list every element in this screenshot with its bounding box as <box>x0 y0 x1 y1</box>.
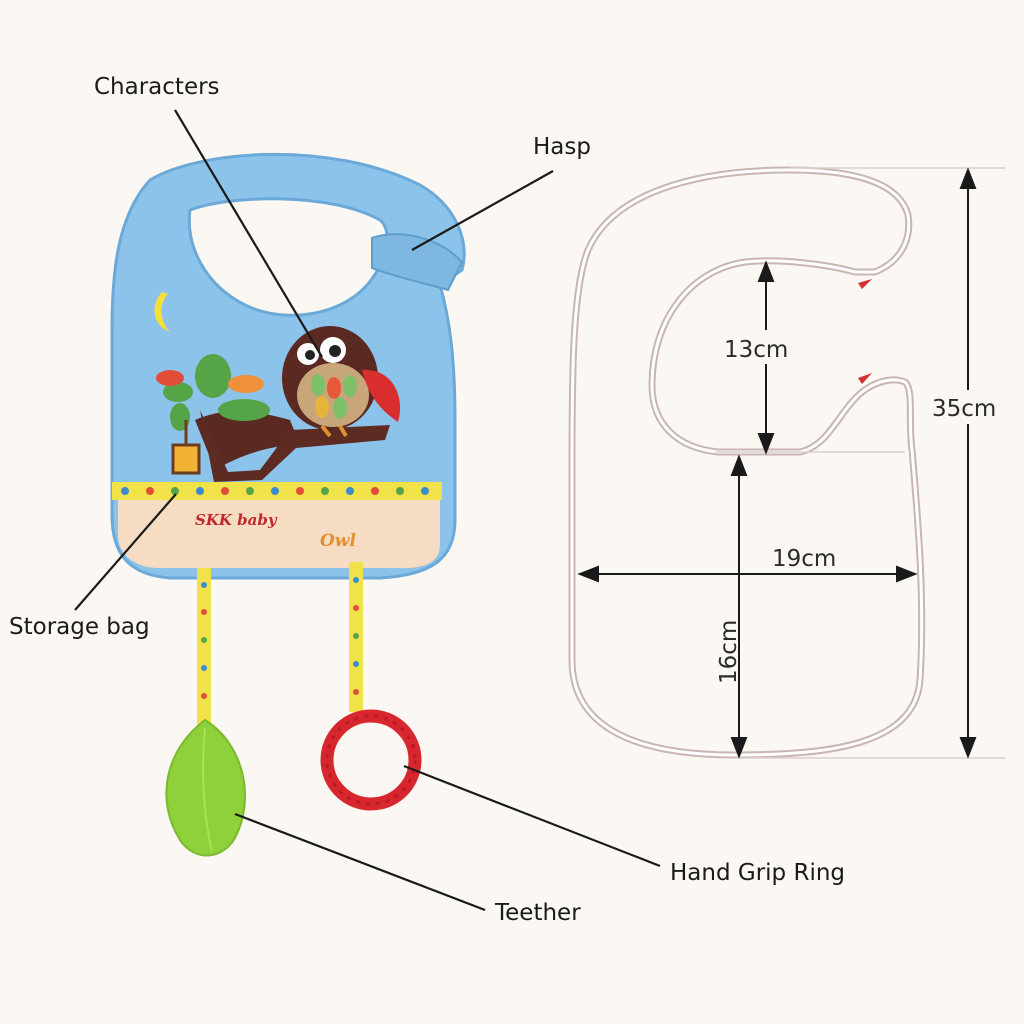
bib-outline <box>568 166 926 759</box>
bib-photo: SKK baby Owl <box>110 152 466 857</box>
storage-bag-pocket <box>118 500 440 568</box>
owl-character <box>282 326 401 438</box>
teether-ribbon <box>197 568 211 738</box>
hasp-leader <box>411 170 554 251</box>
lower-dimension <box>730 454 748 759</box>
storage-bag-leader <box>74 493 177 611</box>
height-dimension <box>959 167 977 759</box>
bib-outline-drawing: 13cm 35cm 19cm 16cm <box>568 166 1008 759</box>
callout-lines <box>74 109 661 912</box>
height-dimension-label: 35cm <box>932 396 996 422</box>
neck-dimension-label: 13cm <box>724 337 788 363</box>
lower-dimension-label: 16cm <box>716 620 742 684</box>
bib-brand-text: SKK baby <box>195 511 278 529</box>
storage-bag-label: Storage bag <box>9 614 150 640</box>
bib-neck-hole <box>187 197 389 317</box>
characters-leader <box>174 109 323 358</box>
teether-leader <box>234 812 486 912</box>
hand-grip-ring-leader <box>403 764 661 868</box>
bib-hasp-flap <box>371 233 464 292</box>
teether-leaf <box>165 718 246 857</box>
moon-icon <box>154 292 170 332</box>
teether-label: Teether <box>494 900 581 926</box>
ribbon-dots <box>121 487 429 495</box>
bib-owl-text: Owl <box>320 531 356 551</box>
ring-ribbon <box>349 562 363 712</box>
hand-grip-ring-label: Hand Grip Ring <box>670 860 845 886</box>
characters-label: Characters <box>94 74 220 100</box>
width-dimension-label: 19cm <box>772 546 836 572</box>
width-dimension <box>577 565 918 583</box>
hasp-label: Hasp <box>533 134 591 160</box>
